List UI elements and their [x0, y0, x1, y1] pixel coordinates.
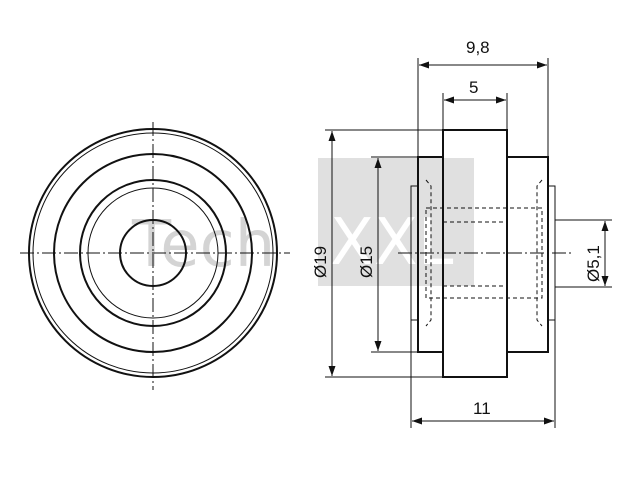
label-bore-diameter: Ø5,1 [584, 245, 603, 282]
dim-base-width: 11 [410, 320, 556, 428]
dim-outer-diameter: Ø19 [311, 129, 443, 378]
watermark-box [318, 158, 474, 286]
hidden-left-step [425, 179, 432, 327]
label-outer-diameter: Ø19 [311, 246, 330, 278]
dim-flange-diameter: Ø15 [357, 156, 418, 353]
label-flange-diameter: Ø15 [357, 246, 376, 278]
dim-hub-width: 5 [442, 78, 508, 130]
label-overall-width: 9,8 [466, 38, 490, 57]
dim-bore-diameter: Ø5,1 [555, 219, 612, 288]
label-hub-width: 5 [469, 78, 478, 97]
front-view [20, 122, 290, 390]
watermark-text-right: XXL [330, 206, 454, 280]
dim-overall-width: 9,8 [417, 38, 549, 157]
side-view [398, 129, 572, 378]
label-base-width: 11 [473, 399, 491, 418]
hidden-right-step [536, 179, 543, 327]
